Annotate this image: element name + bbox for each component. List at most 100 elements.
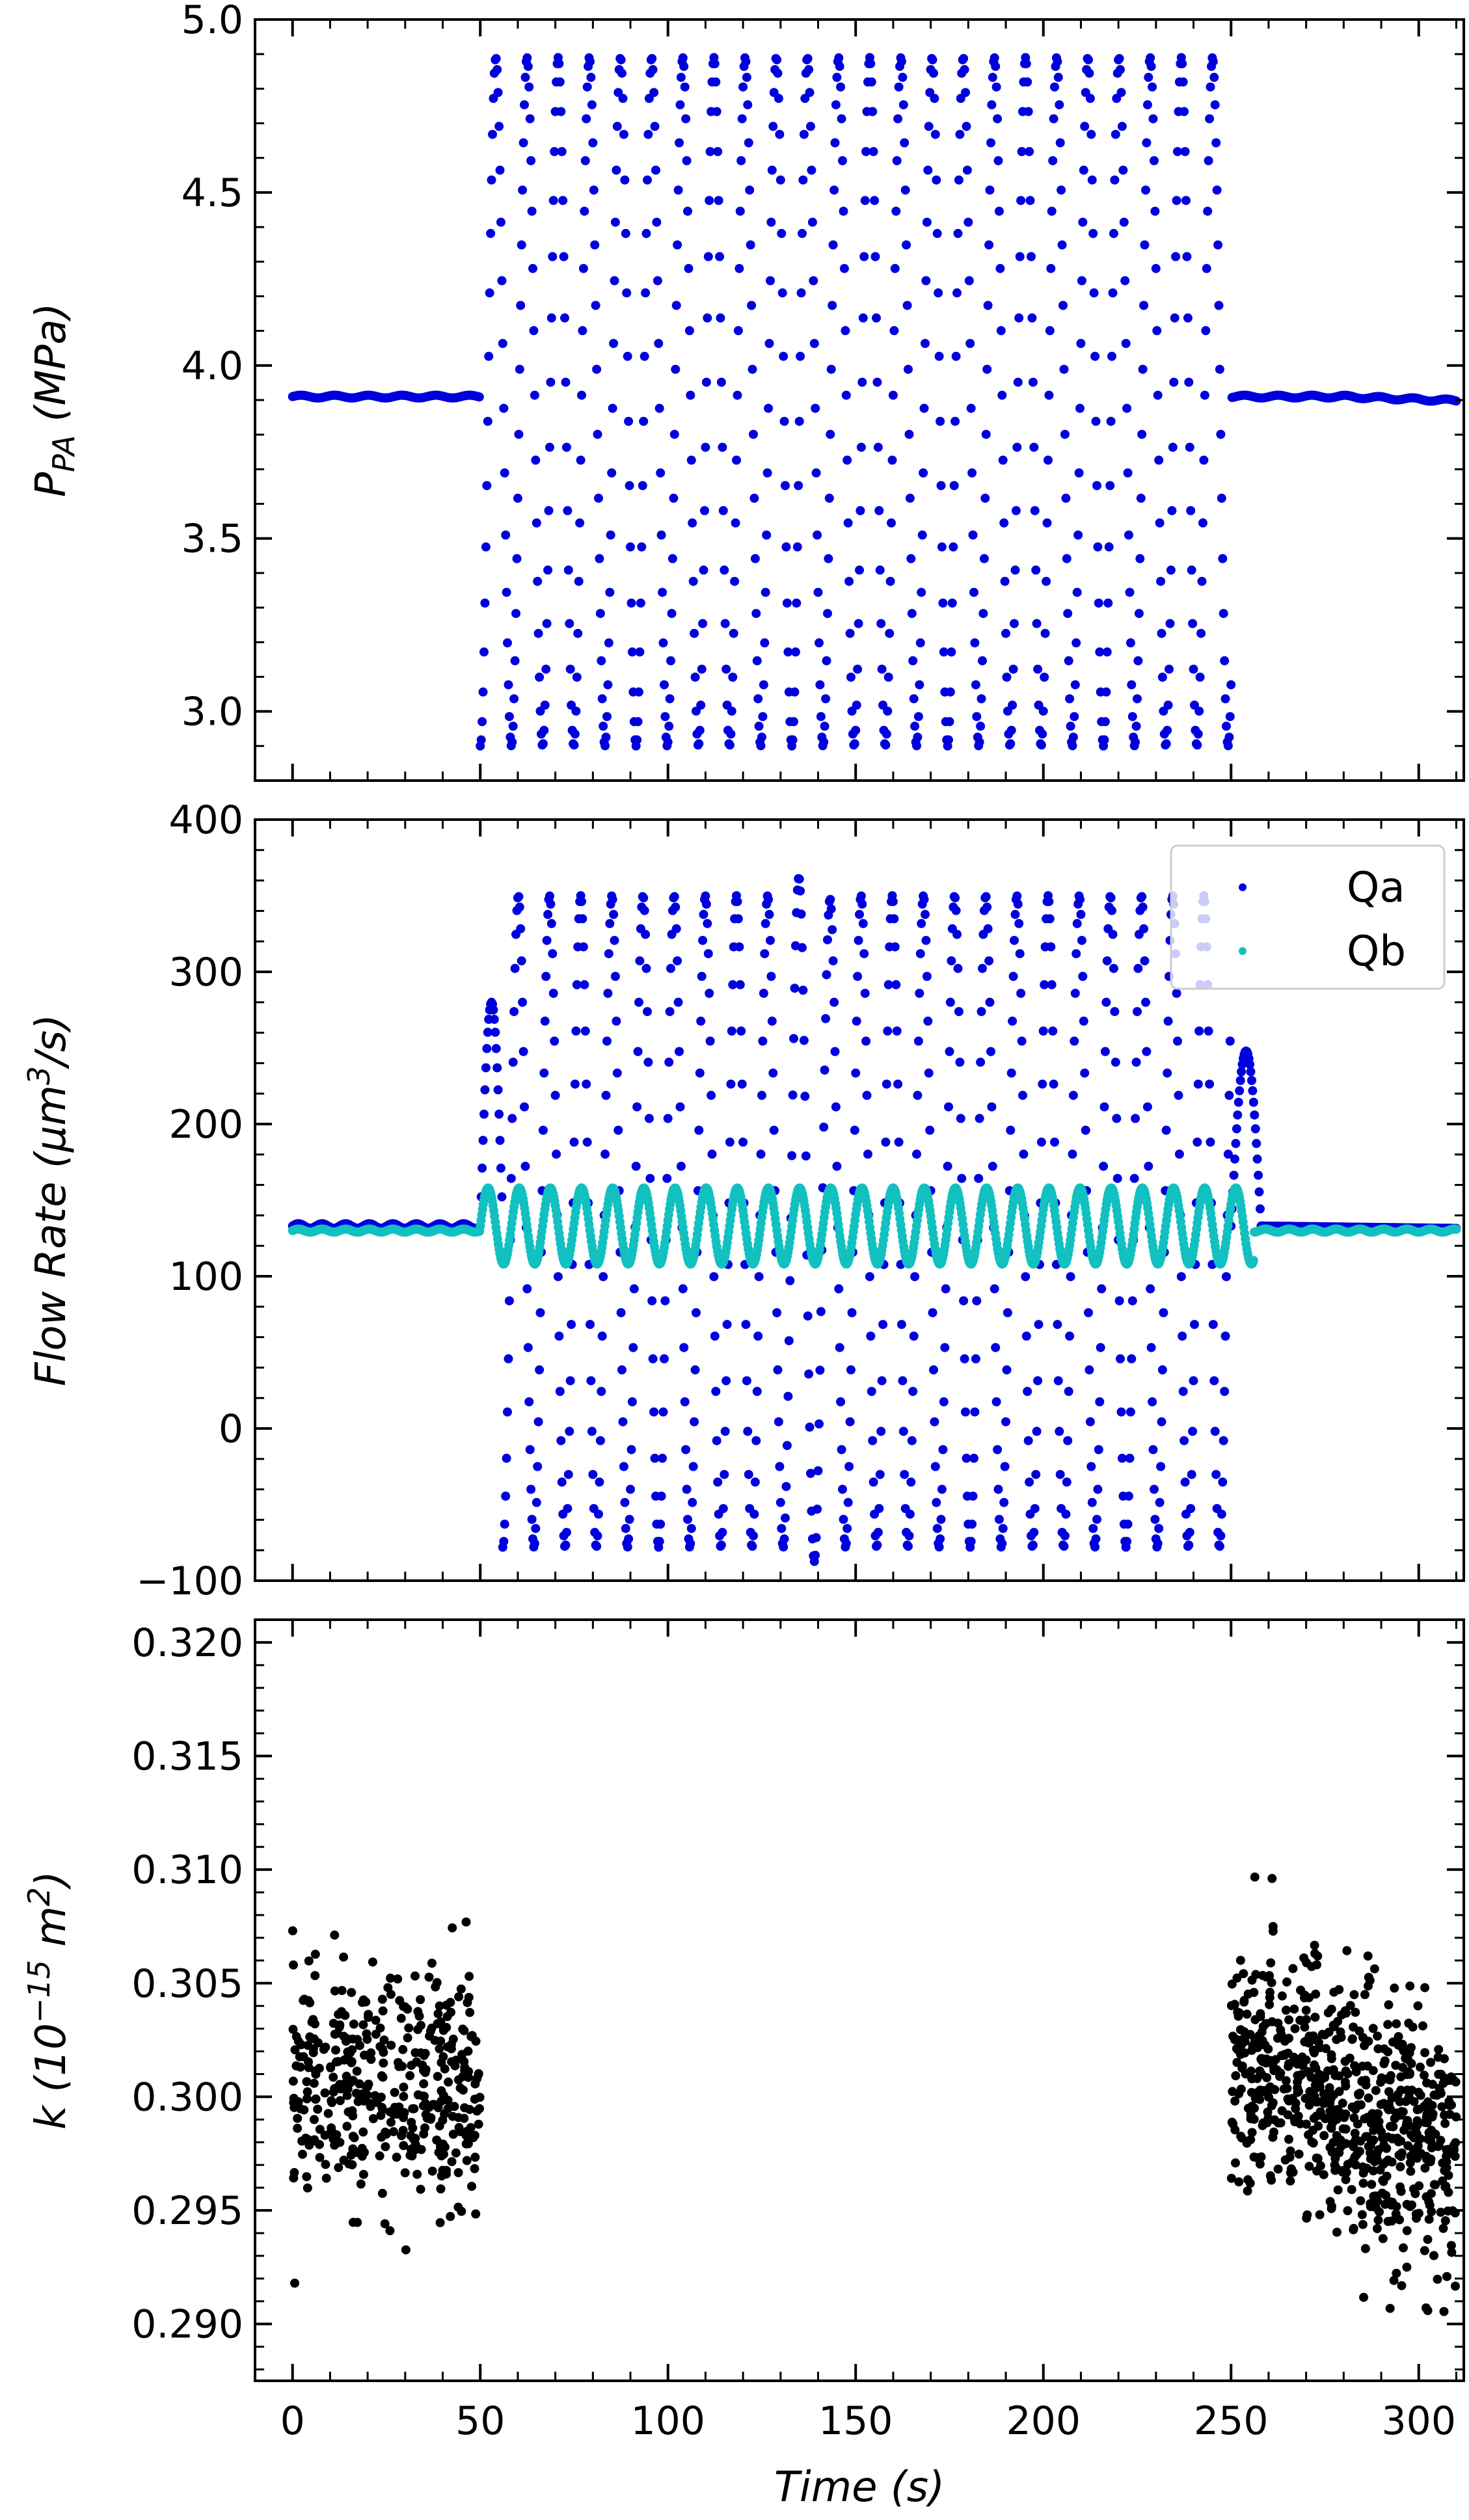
pressure-point xyxy=(735,206,745,216)
pressure-point xyxy=(503,638,512,648)
pressure-point xyxy=(718,442,727,452)
qa-point xyxy=(988,1161,997,1171)
qa-point xyxy=(997,1538,1007,1548)
pressure-point xyxy=(688,518,697,528)
pressure-point xyxy=(520,72,530,82)
qa-point xyxy=(974,1173,984,1183)
qa-point xyxy=(569,1137,579,1147)
qa-point xyxy=(915,949,925,959)
pressure-point xyxy=(595,609,605,619)
qa-point xyxy=(1204,1026,1213,1036)
qa-point xyxy=(592,1542,602,1551)
k-point xyxy=(355,2041,364,2050)
pressure-point xyxy=(688,576,698,586)
k-point xyxy=(433,2019,442,2028)
pressure-point xyxy=(1172,196,1181,206)
qa-point xyxy=(1223,1149,1233,1159)
pressure-point xyxy=(623,351,632,361)
pressure-point xyxy=(758,712,768,721)
pressure-point xyxy=(700,506,709,515)
qa-point xyxy=(1076,909,1086,919)
pressure-point xyxy=(671,301,681,310)
qa-point xyxy=(773,1365,783,1374)
pressure-point xyxy=(1014,313,1024,323)
pressure-point xyxy=(542,619,552,628)
qa-point xyxy=(522,1284,532,1294)
qa-point xyxy=(1117,1453,1127,1463)
qa-point xyxy=(550,1090,560,1100)
qa-point xyxy=(616,1308,626,1317)
qa-point xyxy=(597,1387,606,1396)
qa-point xyxy=(1030,1504,1040,1514)
k-point xyxy=(407,2151,417,2161)
qa-point xyxy=(816,1307,826,1317)
k-point xyxy=(1247,1976,1257,1985)
k-point xyxy=(442,2012,452,2021)
qa-point xyxy=(945,1047,954,1056)
qa-point xyxy=(993,1445,1003,1454)
pressure-point xyxy=(1199,455,1209,465)
qa-point xyxy=(627,1445,636,1454)
pressure-point xyxy=(499,403,509,413)
k-point xyxy=(470,2164,479,2173)
qa-point xyxy=(1133,963,1143,973)
pressure-point xyxy=(572,673,582,682)
pressure-point xyxy=(1040,628,1050,638)
qa-point xyxy=(1122,1536,1132,1546)
qa-point xyxy=(893,1079,903,1089)
pressure-point xyxy=(830,138,840,148)
qa-point xyxy=(800,1092,810,1101)
pressure-point xyxy=(1036,740,1046,750)
pressure-point xyxy=(908,656,918,665)
qa-point xyxy=(557,1477,567,1487)
qa-point xyxy=(648,1354,658,1363)
qa-point xyxy=(692,1308,701,1317)
pressure-point xyxy=(1180,147,1190,156)
k-point xyxy=(440,2064,450,2074)
qa-point xyxy=(748,1542,757,1551)
pressure-point xyxy=(809,276,818,286)
k-point xyxy=(437,2151,446,2161)
k-point xyxy=(303,2041,313,2050)
pressure-point xyxy=(782,598,792,608)
pressure-point xyxy=(988,72,997,82)
pressure-point xyxy=(498,339,507,348)
pressure-point xyxy=(856,442,866,452)
k-point xyxy=(459,2026,469,2035)
k-point xyxy=(358,1998,367,2007)
pressure-point xyxy=(929,68,938,78)
qa-point xyxy=(753,1332,763,1341)
qa-point xyxy=(658,1453,667,1463)
qa-point xyxy=(768,1068,778,1078)
k-point xyxy=(1290,2024,1300,2033)
qa-point xyxy=(1012,891,1022,901)
pressure-point xyxy=(1073,530,1083,540)
qa-point xyxy=(1059,1542,1069,1551)
pressure-point xyxy=(682,156,692,165)
qa-point xyxy=(1100,1047,1110,1056)
pressure-point xyxy=(874,506,884,515)
qa-point xyxy=(1110,1007,1120,1017)
pressure-point xyxy=(962,165,972,175)
k-point xyxy=(1356,2100,1366,2110)
pressure-point xyxy=(910,721,920,731)
qa-point xyxy=(570,1079,580,1089)
qa-point xyxy=(777,1523,787,1533)
pressure-point xyxy=(875,565,885,575)
qa-point xyxy=(721,1376,731,1386)
pressure-point xyxy=(1209,72,1219,82)
qa-point xyxy=(690,1365,700,1374)
qa-point xyxy=(727,1026,736,1036)
qa-point xyxy=(673,956,682,966)
pressure-point xyxy=(701,442,710,452)
k-point xyxy=(447,2157,457,2167)
pressure-point xyxy=(679,62,689,72)
pressure-point xyxy=(533,576,543,586)
pressure-point xyxy=(824,493,834,503)
pressure-point xyxy=(968,530,978,540)
pressure-point xyxy=(604,638,613,648)
qa-point xyxy=(775,1497,785,1507)
pressure-point xyxy=(561,377,571,387)
pressure-point xyxy=(734,263,744,273)
pressure-point xyxy=(482,481,492,490)
